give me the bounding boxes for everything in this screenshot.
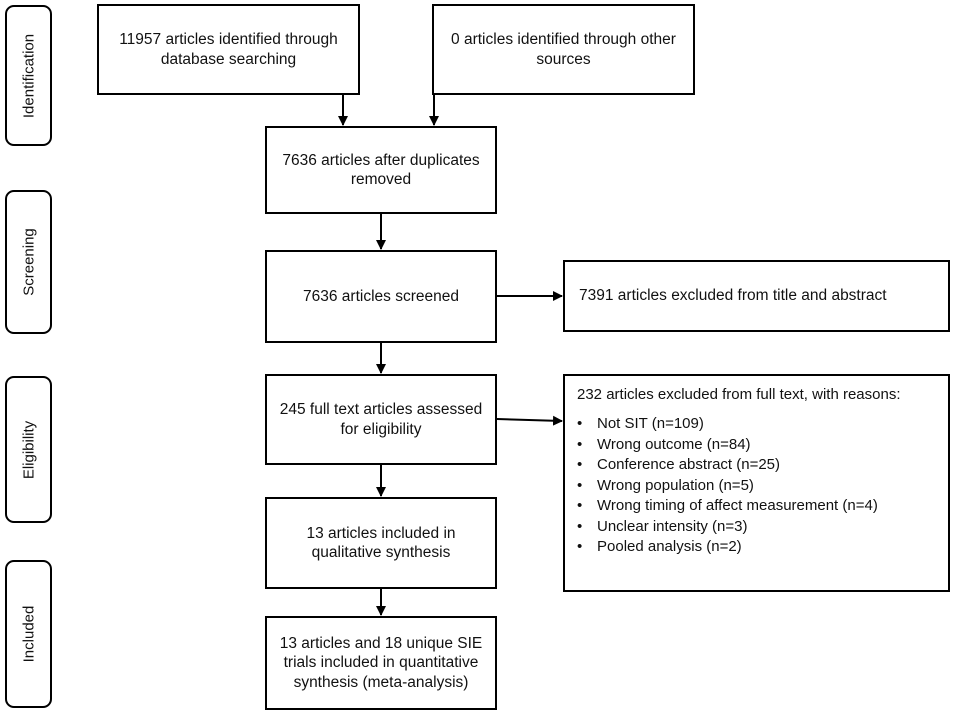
phase-eligibility: Eligibility — [5, 376, 52, 523]
exclusion-reasons-list: Not SIT (n=109) Wrong outcome (n=84) Con… — [577, 414, 936, 558]
exclusion-reason: Wrong population (n=5) — [577, 476, 936, 497]
exclusion-reason: Wrong outcome (n=84) — [577, 435, 936, 456]
quantitative-synthesis-text: 13 articles and 18 unique SIE trials inc… — [279, 634, 483, 691]
excluded-title-abstract-box: 7391 articles excluded from title and ab… — [563, 260, 950, 332]
duplicates-removed-box: 7636 articles after duplicates removed — [265, 126, 497, 214]
phase-identification: Identification — [5, 5, 52, 146]
phase-screening: Screening — [5, 190, 52, 334]
exclusion-reason: Not SIT (n=109) — [577, 414, 936, 435]
database-search-box: 11957 articles identified through databa… — [97, 4, 360, 95]
full-text-exclusions-box: 232 articles excluded from full text, wi… — [563, 374, 950, 592]
full-text-exclusions-title: 232 articles excluded from full text, wi… — [577, 386, 901, 403]
other-sources-box: 0 articles identified through other sour… — [432, 4, 695, 95]
other-sources-text: 0 articles identified through other sour… — [451, 31, 676, 68]
arrow-full-text-to-exclusions — [496, 415, 563, 426]
exclusion-reason: Unclear intensity (n=3) — [577, 517, 936, 538]
quantitative-synthesis-box: 13 articles and 18 unique SIE trials inc… — [265, 616, 497, 710]
full-text-assessed-text: 245 full text articles assessed for elig… — [279, 401, 483, 438]
screened-box: 7636 articles screened — [265, 250, 497, 343]
qualitative-synthesis-box: 13 articles included in qualitative synt… — [265, 497, 497, 589]
qualitative-synthesis-text: 13 articles included in qualitative synt… — [306, 524, 456, 561]
duplicates-removed-text: 7636 articles after duplicates removed — [282, 151, 480, 188]
full-text-assessed-box: 245 full text articles assessed for elig… — [265, 374, 497, 465]
exclusion-reason: Pooled analysis (n=2) — [577, 537, 936, 558]
database-search-text: 11957 articles identified through databa… — [119, 31, 338, 68]
excluded-title-abstract-text: 7391 articles excluded from title and ab… — [579, 287, 887, 305]
exclusion-reason: Conference abstract (n=25) — [577, 455, 936, 476]
exclusion-reason: Wrong timing of affect measurement (n=4) — [577, 496, 936, 517]
screened-text: 7636 articles screened — [303, 287, 459, 305]
phase-included: Included — [5, 560, 52, 708]
